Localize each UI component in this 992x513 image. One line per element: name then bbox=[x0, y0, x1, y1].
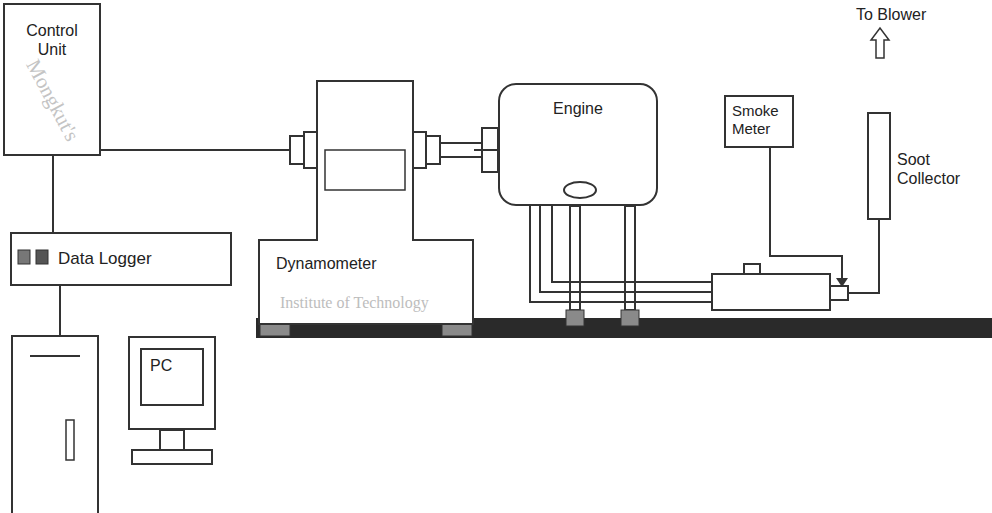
engine-mount bbox=[570, 206, 580, 310]
soot-collector: Soot Collector bbox=[867, 112, 891, 220]
soot-line bbox=[848, 220, 879, 293]
tower-cable bbox=[59, 286, 61, 336]
coupling bbox=[426, 136, 440, 164]
exhaust-pipe bbox=[540, 206, 712, 292]
logger-button bbox=[36, 250, 48, 264]
node-text: Dynamometer bbox=[258, 80, 474, 273]
dynamometer-shape bbox=[259, 81, 473, 324]
monitor-base bbox=[132, 450, 212, 464]
pc-tower bbox=[12, 336, 98, 513]
pc-screen: PC bbox=[140, 348, 204, 406]
smoke-meter-box: Smoke Meter bbox=[724, 95, 794, 148]
exhaust-box bbox=[712, 274, 830, 310]
monitor-neck bbox=[160, 430, 184, 450]
dynamometer-housing bbox=[325, 150, 405, 190]
connector bbox=[474, 149, 498, 151]
watermark-text: Mongkut's bbox=[21, 55, 85, 145]
coupling bbox=[290, 136, 304, 164]
engine-mount bbox=[625, 206, 635, 310]
shaft bbox=[256, 149, 290, 151]
node-text: Smoke Meter bbox=[726, 97, 792, 138]
logger-button bbox=[18, 250, 30, 264]
exhaust-pipe bbox=[552, 206, 712, 282]
probe-line bbox=[770, 148, 842, 280]
mount-foot bbox=[621, 310, 639, 326]
tower-slot bbox=[66, 420, 74, 460]
blower-arrow bbox=[871, 28, 889, 58]
node-text: PC bbox=[150, 356, 202, 375]
tower-slot bbox=[30, 355, 80, 357]
exhaust-tail bbox=[830, 286, 848, 300]
node-text: Engine bbox=[500, 85, 656, 118]
exhaust-sensor bbox=[744, 264, 760, 274]
coupling bbox=[304, 132, 317, 168]
engine-block: Engine bbox=[498, 83, 658, 206]
mount-foot bbox=[566, 310, 584, 326]
watermark-text: Institute of Technology bbox=[280, 294, 429, 312]
dynamometer-outline bbox=[258, 80, 474, 325]
coupling bbox=[413, 132, 426, 168]
node-text: Data Logger bbox=[12, 234, 230, 269]
connector bbox=[52, 156, 54, 232]
dynamometer-body: Dynamometer bbox=[258, 80, 474, 325]
shaft bbox=[440, 156, 482, 158]
flow-label: To Blower bbox=[856, 6, 926, 24]
node-text: Control Unit bbox=[5, 5, 99, 59]
data-logger-box: Data Logger bbox=[10, 232, 232, 286]
engine-sump bbox=[564, 182, 596, 198]
shaft bbox=[440, 142, 482, 144]
probe-arrow bbox=[836, 278, 848, 287]
exhaust-pipe bbox=[530, 206, 712, 302]
pc-monitor: PC bbox=[128, 336, 216, 430]
node-text: Soot Collector bbox=[897, 150, 973, 188]
connector bbox=[101, 149, 258, 151]
